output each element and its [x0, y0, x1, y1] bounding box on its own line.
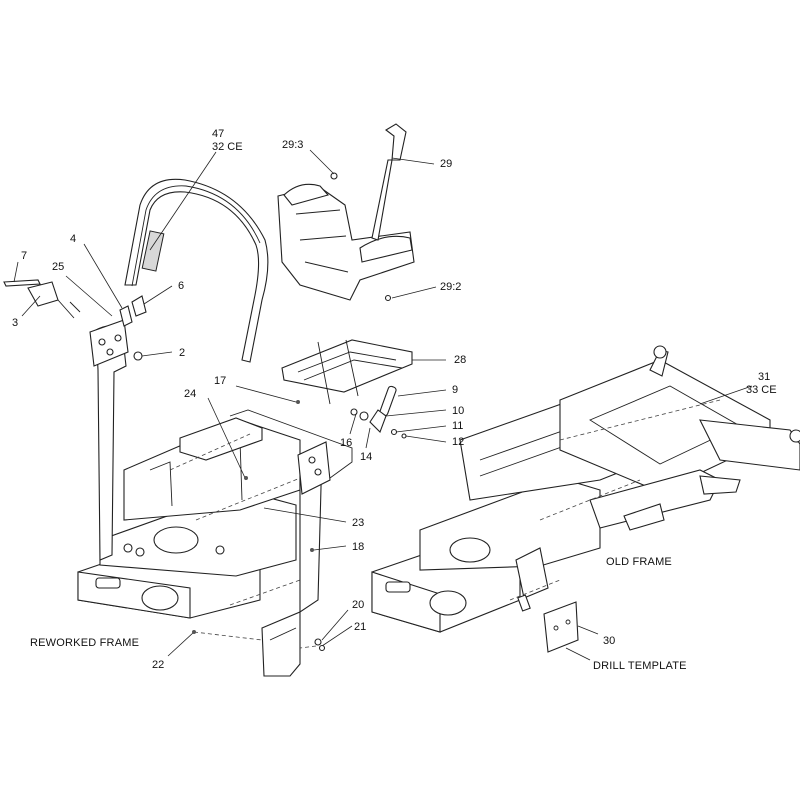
roll-bar-uprights: [89, 319, 331, 677]
callout-30: 30: [603, 635, 616, 647]
old-frame: [371, 345, 800, 633]
callout-25: 25: [52, 261, 65, 273]
seat-latch-hardware: [296, 385, 407, 439]
callout-12: 12: [452, 436, 465, 448]
callout-32ce: 32 CE: [212, 141, 243, 153]
seat-assembly: [277, 123, 415, 302]
drill-template: [543, 601, 579, 653]
caption-reworked-frame: REWORKED FRAME: [30, 637, 140, 649]
callout-11: 11: [452, 420, 464, 432]
callout-47: 47: [212, 128, 225, 140]
callout-23: 23: [352, 517, 365, 529]
callout-29-3: 29:3: [282, 139, 304, 151]
callout-7: 7: [21, 250, 28, 262]
callout-33ce: 33 CE: [746, 384, 777, 396]
roll-bar: [124, 178, 269, 363]
callout-28: 28: [454, 354, 467, 366]
reworked-frame: [77, 409, 353, 619]
callout-31: 31: [758, 371, 771, 383]
caption-old-frame: OLD FRAME: [606, 556, 672, 568]
callout-29: 29: [440, 158, 453, 170]
callout-6: 6: [178, 280, 185, 292]
callout-9: 9: [452, 384, 459, 396]
callout-24: 24: [184, 388, 197, 400]
seat-mount-plate: [281, 339, 413, 405]
callout-10: 10: [452, 405, 465, 417]
callout-22: 22: [152, 659, 165, 671]
callout-16: 16: [340, 437, 353, 449]
callout-20: 20: [352, 599, 365, 611]
callout-29-2: 29:2: [440, 281, 462, 293]
caption-drill-template: DRILL TEMPLATE: [593, 660, 687, 672]
callout-18: 18: [352, 541, 365, 553]
leader-lines: [13, 149, 753, 661]
fastener-dots: [192, 476, 326, 652]
callout-2: 2: [179, 347, 186, 359]
callout-21: 21: [354, 621, 367, 633]
callout-14: 14: [360, 451, 373, 463]
callout-3: 3: [12, 317, 19, 329]
callout-4: 4: [70, 233, 77, 245]
roll-bar-hardware: [3, 279, 147, 361]
callout-17: 17: [214, 375, 227, 387]
